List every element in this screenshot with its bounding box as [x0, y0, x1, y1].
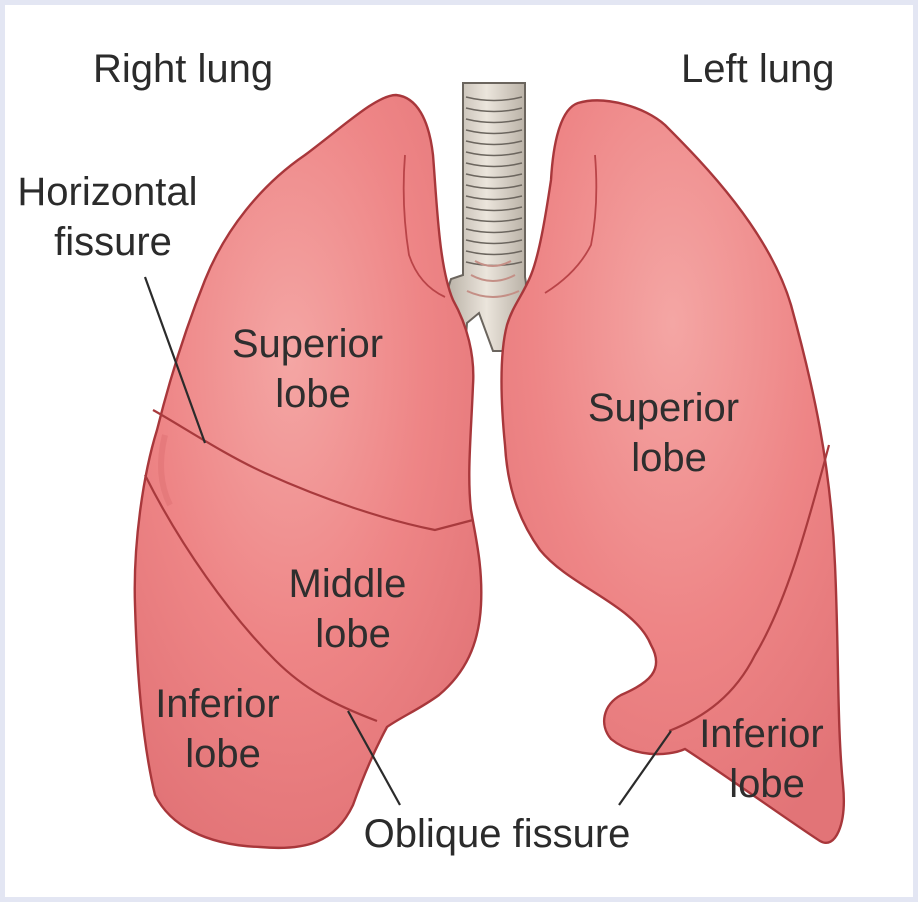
right-lung-label: Right lung [93, 47, 273, 91]
right-superior-lobe-label: Superior lobe [232, 322, 394, 416]
diagram-frame: Right lung Left lung Horizontal fissure … [5, 5, 913, 897]
trachea-ring [465, 162, 523, 168]
right-lung-shape [133, 93, 483, 850]
horizontal-fissure-line [152, 409, 474, 532]
left-lung-shape [500, 99, 845, 844]
horizontal-fissure-label: Horizontal fissure [17, 170, 208, 264]
trachea-ring [465, 96, 523, 102]
trachea-ring [465, 228, 523, 234]
trachea-ring [465, 217, 523, 223]
lungs-diagram: Right lung Left lung Horizontal fissure … [17, 47, 845, 856]
trachea-ring [465, 239, 523, 245]
left-lung-label: Left lung [681, 47, 834, 91]
trachea-ring [465, 195, 523, 201]
left-superior-lobe-label: Superior lobe [588, 386, 750, 480]
trachea-ring [465, 107, 523, 113]
horizontal-fissure-leader [143, 276, 207, 444]
oblique-fissure-leader-left [618, 730, 672, 806]
trachea-ring [465, 250, 523, 256]
left-oblique-fissure-line [668, 444, 831, 733]
right-oblique-fissure-line [144, 474, 378, 723]
trachea-ring [465, 151, 523, 157]
trachea-ring [465, 129, 523, 135]
trachea [446, 82, 527, 378]
right-middle-lobe-label: Middle lobe [289, 562, 418, 656]
trachea-ring [465, 184, 523, 190]
oblique-fissure-label: Oblique fissure [364, 812, 631, 856]
trachea-ring [465, 206, 523, 212]
right-inferior-lobe-label: Inferior lobe [155, 682, 291, 776]
right-lung [133, 93, 483, 850]
left-inferior-lobe-label: Inferior lobe [699, 712, 835, 806]
trachea-ring [465, 140, 523, 146]
trachea-ring [465, 173, 523, 179]
oblique-fissure-leader-right [347, 710, 401, 806]
trachea-ring [465, 118, 523, 124]
left-lung [500, 99, 845, 844]
trachea-rings [465, 96, 523, 267]
